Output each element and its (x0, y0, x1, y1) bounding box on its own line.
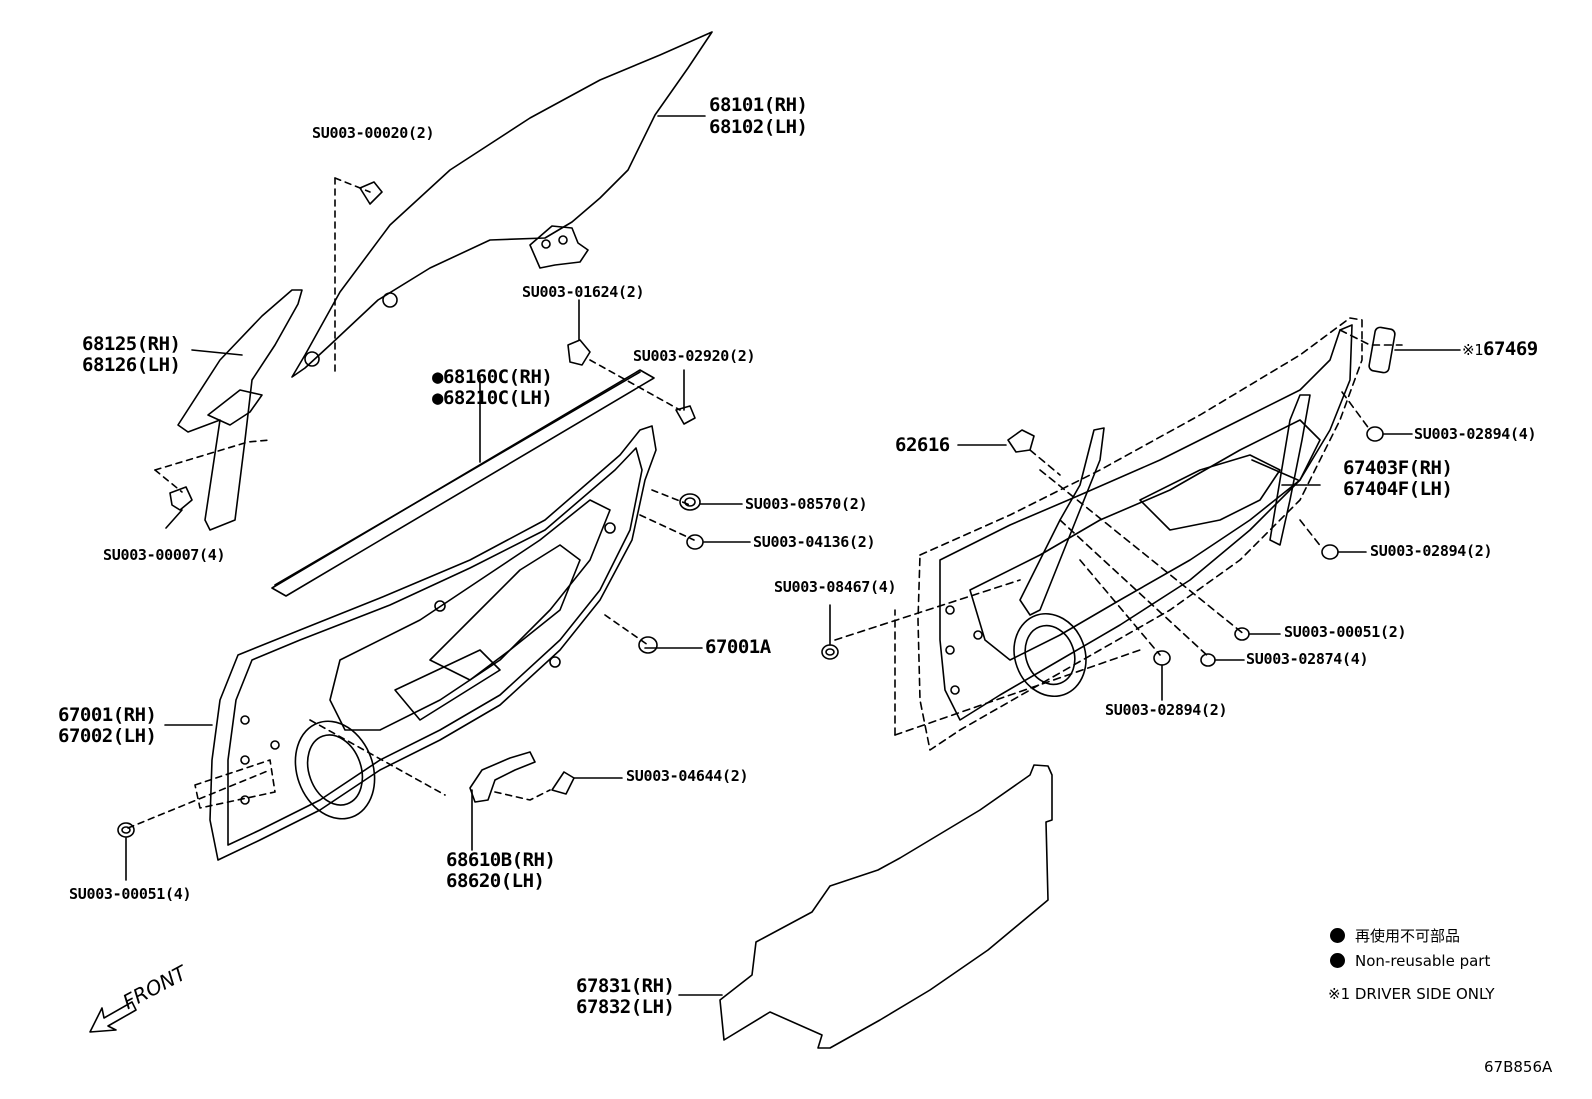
label-bolt-left[interactable]: SU003-00007(4) (103, 546, 226, 564)
label-glass[interactable]: 68101(RH)68102(LH) (709, 94, 808, 138)
label-switch-pad[interactable]: ※167469 (1462, 338, 1538, 360)
label-door-check[interactable]: 68610B(RH)68620(LH) (446, 849, 556, 892)
nut-r5-icon (1154, 651, 1170, 665)
label-service-cover[interactable]: 67831(RH)67832(LH) (576, 975, 675, 1018)
filled-dot-icon (1330, 928, 1345, 943)
grommet-a-icon (680, 494, 700, 510)
legend-driver-side: ※1 DRIVER SIDE ONLY (1328, 985, 1495, 1003)
bolt-check-icon (552, 772, 574, 794)
service-cover[interactable] (720, 765, 1052, 1048)
bracket-62616-icon (1008, 430, 1034, 452)
door-glass[interactable] (292, 32, 712, 377)
label-nut-r3[interactable]: SU003-00051(2) (1284, 623, 1407, 641)
division-bar[interactable] (178, 290, 302, 530)
label-grommet-b[interactable]: SU003-04136(2) (753, 533, 876, 551)
regulator-front[interactable] (1020, 428, 1104, 615)
label-nut-r4[interactable]: SU003-02874(4) (1246, 650, 1369, 668)
grommet-b-icon (687, 535, 703, 549)
label-grommet-a[interactable]: SU003-08570(2) (745, 495, 868, 513)
filled-dot-icon (1330, 953, 1345, 968)
label-bolt-top[interactable]: SU003-00020(2) (312, 124, 435, 142)
grommet-r-icon (822, 645, 838, 659)
label-belt-moulding[interactable]: ●68160C(RH)●68210C(LH) (432, 366, 553, 409)
label-door-panel[interactable]: 67001(RH)67002(LH) (58, 704, 157, 747)
switch-pad-icon (1368, 327, 1395, 374)
label-nut-r1[interactable]: SU003-02894(4) (1414, 425, 1537, 443)
bolt-glass-icon (568, 340, 590, 365)
nut-r4-icon (1201, 654, 1215, 666)
label-division-bar[interactable]: 68125(RH)68126(LH) (82, 333, 181, 376)
label-nut-r2[interactable]: SU003-02894(2) (1370, 542, 1493, 560)
nut-r3-icon (1235, 628, 1249, 640)
legend-non-reusable-jp: 再使用不可部品 (1330, 928, 1460, 944)
label-bracket[interactable]: 62616 (895, 434, 950, 456)
nut-r1-icon (1367, 427, 1383, 441)
inner-panel[interactable] (940, 325, 1352, 720)
regulator-rear[interactable] (1270, 395, 1310, 545)
glass-bracket (530, 226, 588, 268)
label-regulator[interactable]: 67403F(RH)67404F(LH) (1343, 457, 1453, 500)
nut-bottom-icon (118, 823, 134, 837)
bolt-belt-icon (676, 406, 695, 424)
bolt-left-icon (170, 487, 192, 510)
label-grommet-r[interactable]: SU003-08467(4) (774, 578, 897, 596)
bolt-top-icon (360, 182, 382, 204)
door-panel[interactable] (210, 426, 656, 860)
nut-r2-icon (1322, 545, 1338, 559)
label-bolt-glass[interactable]: SU003-01624(2) (522, 283, 645, 301)
label-door-plug[interactable]: 67001A (705, 636, 771, 658)
door-plug-icon (639, 637, 657, 653)
label-bolt-belt[interactable]: SU003-02920(2) (633, 347, 756, 365)
door-check[interactable] (470, 752, 535, 802)
label-bolt-check[interactable]: SU003-04644(2) (626, 767, 749, 785)
label-nut-bottom[interactable]: SU003-00051(4) (69, 885, 192, 903)
front-arrow-icon (90, 1002, 136, 1032)
label-nut-r5[interactable]: SU003-02894(2) (1105, 701, 1228, 719)
illustration-code: 67B856A (1484, 1058, 1553, 1076)
legend-non-reusable-en: Non-reusable part (1330, 953, 1490, 969)
